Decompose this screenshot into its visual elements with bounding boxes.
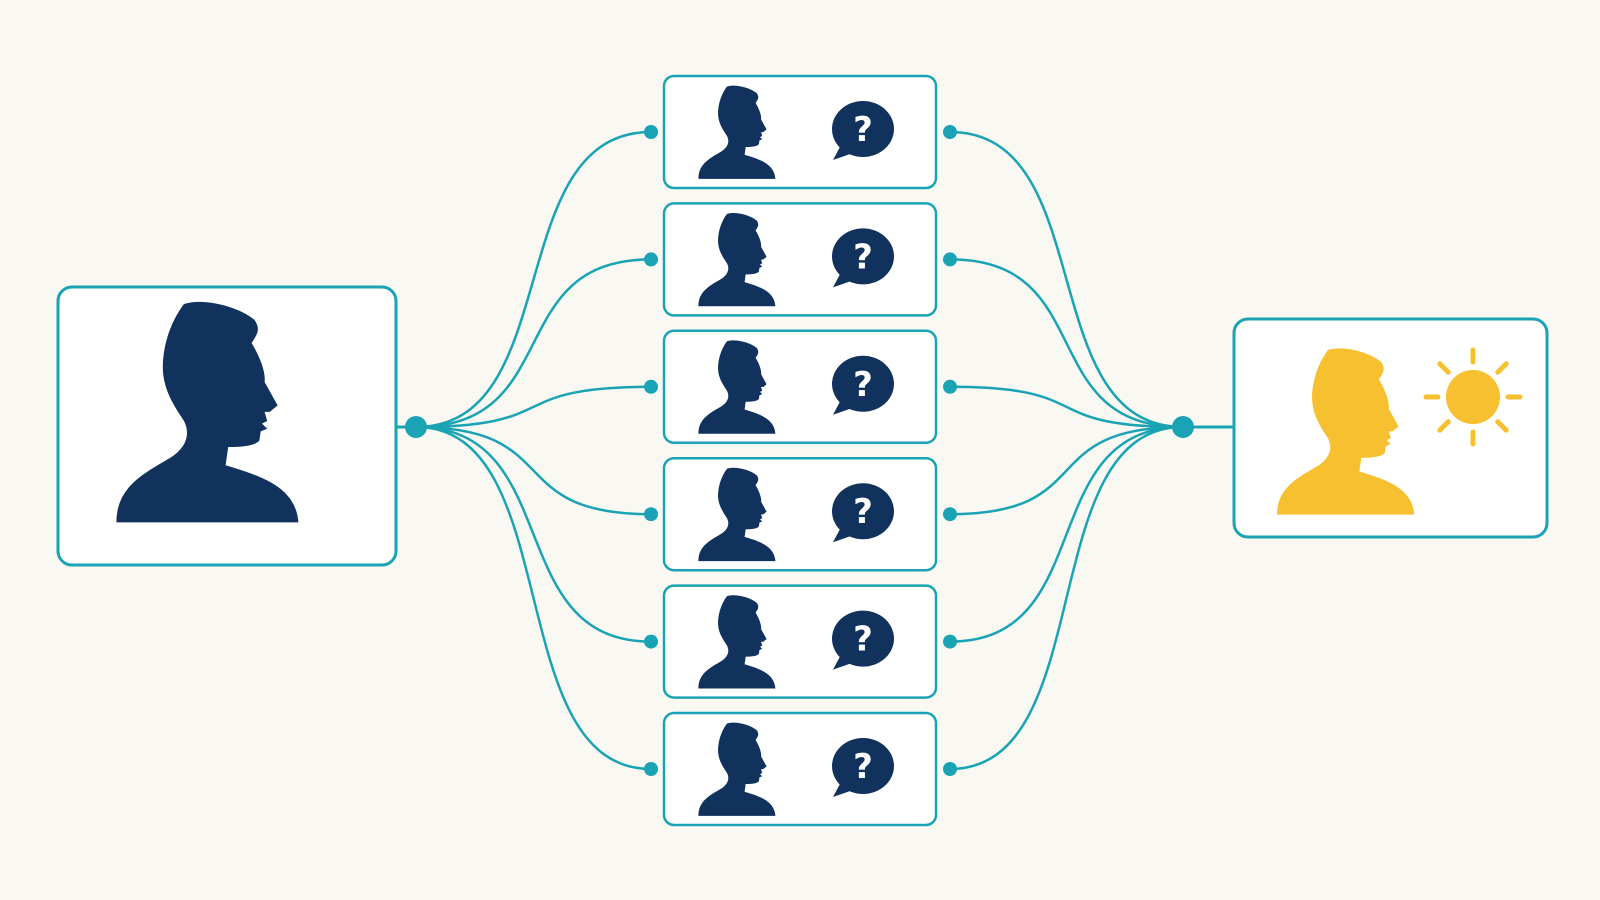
connector-curve: [415, 425, 652, 643]
connector-curve: [415, 425, 652, 516]
sun-ray: [1437, 361, 1451, 375]
connector-curve: [949, 425, 1184, 771]
connector-curve: [949, 425, 1184, 516]
source-hub-dot: [405, 416, 427, 438]
connector-dot: [644, 379, 658, 394]
sun-ray: [1495, 361, 1509, 375]
question-bubble-icon: ?: [832, 610, 894, 670]
branch-node: ?: [662, 584, 938, 699]
question-mark-text: ?: [853, 237, 873, 277]
connector-lines: [396, 125, 1234, 776]
connector-dot: [644, 125, 658, 139]
connector-dot: [644, 634, 658, 649]
connector-dot: [943, 252, 957, 267]
question-bubble-icon: ?: [832, 101, 894, 160]
connector-dot: [644, 252, 658, 267]
connector-dot: [644, 762, 658, 776]
source-node: [56, 285, 398, 567]
branch-node: ?: [662, 329, 938, 445]
connector-curve: [949, 258, 1184, 429]
connector-dot: [644, 507, 658, 522]
question-bubble-icon: ?: [832, 738, 894, 797]
result-hub-dot: [1172, 416, 1194, 438]
connector-dot: [943, 762, 957, 776]
sun-ray: [1437, 419, 1451, 433]
branch-node: ?: [662, 202, 938, 317]
connector-curve: [415, 258, 652, 429]
branch-node: ?: [662, 711, 938, 827]
question-mark-text: ?: [853, 110, 873, 150]
result-node: [1232, 317, 1549, 539]
connector-curve: [415, 385, 652, 429]
connector-dot: [943, 379, 957, 394]
connector-curve: [949, 130, 1184, 429]
branch-node: ?: [662, 74, 938, 190]
question-mark-text: ?: [853, 620, 873, 660]
connector-curve: [415, 130, 652, 429]
question-mark-text: ?: [853, 492, 873, 532]
question-bubble-icon: ?: [832, 483, 894, 543]
diagram-nodes: ??????: [56, 74, 1549, 827]
question-bubble-icon: ?: [832, 355, 894, 415]
question-mark-text: ?: [853, 365, 873, 405]
question-bubble-icon: ?: [832, 228, 894, 288]
connector-curve: [949, 425, 1184, 643]
sun-ray: [1495, 419, 1509, 433]
sun-icon: [1423, 347, 1523, 447]
connector-dot: [943, 634, 957, 649]
connector-dot: [943, 125, 957, 139]
connector-curve: [415, 425, 652, 771]
connector-dot: [943, 507, 957, 522]
question-mark-text: ?: [853, 747, 873, 787]
connector-curve: [949, 385, 1184, 429]
branch-node: ?: [662, 456, 938, 572]
